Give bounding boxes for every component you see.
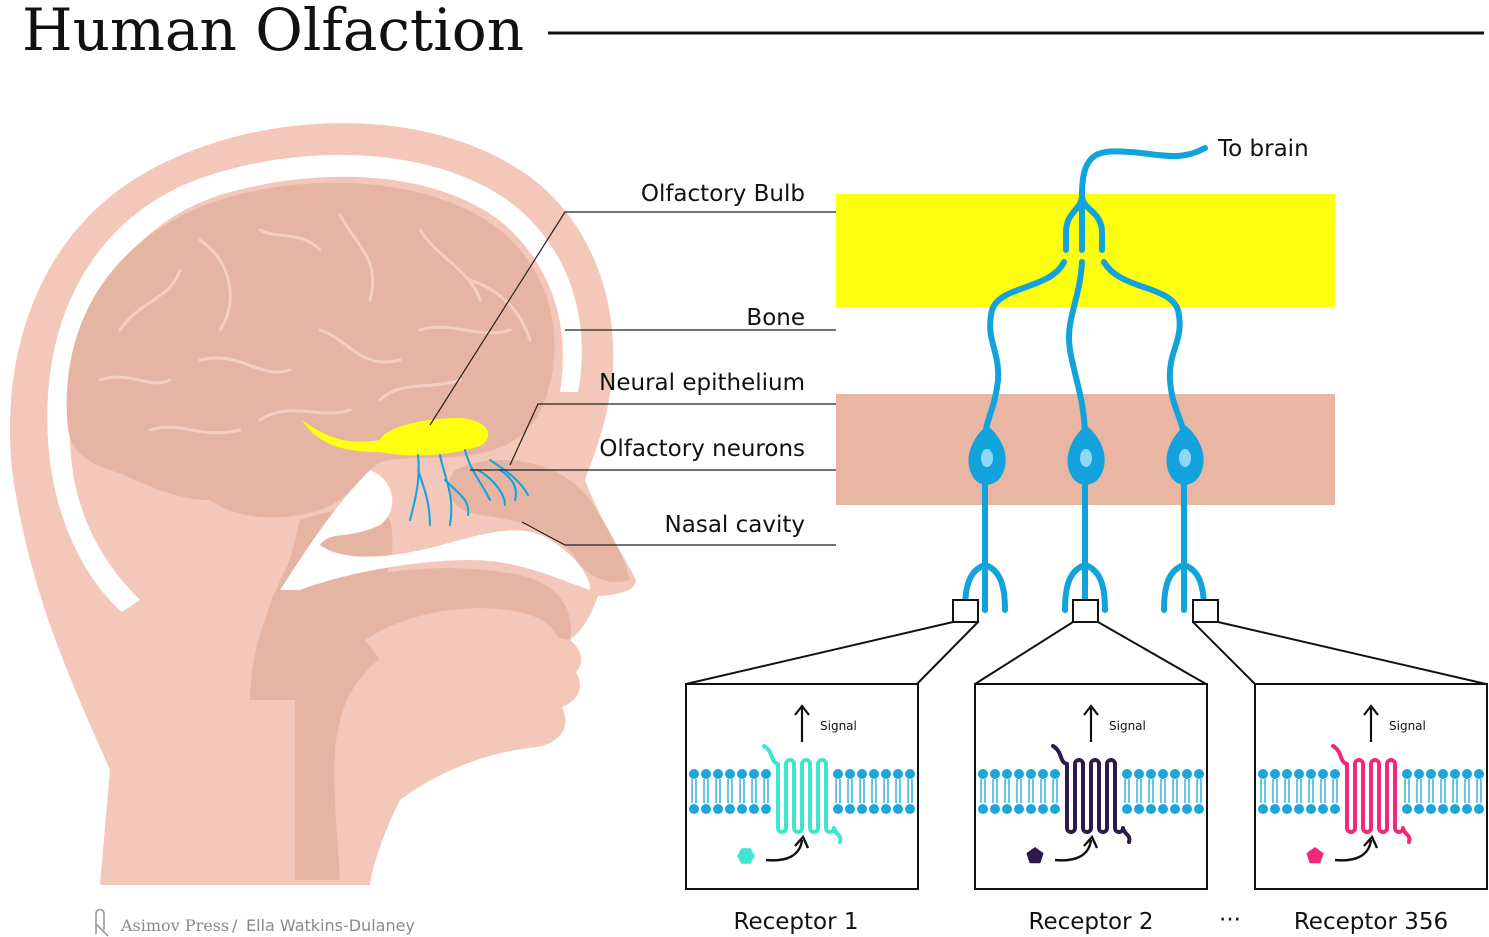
head-illustration	[9, 123, 636, 885]
membrane-bilayer	[978, 769, 1204, 814]
signal-arrowhead	[1083, 704, 1099, 716]
nasal-cartilage	[448, 460, 630, 582]
odorant-molecule-icon	[737, 848, 755, 864]
olfactory-bulb	[302, 418, 489, 456]
receptor-protein	[1051, 744, 1132, 844]
label-nasal-cavity: Nasal cavity	[665, 512, 805, 538]
binding-arrow	[1334, 839, 1373, 862]
receptor-356-caption: Receptor 356	[1294, 909, 1448, 935]
receptor-protein	[762, 744, 843, 844]
ellipsis: ···	[1219, 907, 1241, 933]
receptor-panel-2: Signal	[974, 683, 1208, 890]
receptor-1-caption: Receptor 1	[734, 909, 859, 935]
receptor-panels: Signal Signal Signal	[685, 683, 1488, 890]
nasal-passage	[280, 470, 590, 590]
tongue	[365, 608, 560, 684]
receptor-panel-3: Signal	[1254, 683, 1488, 890]
membrane-bilayer	[689, 769, 915, 814]
asimov-logo-icon	[95, 908, 109, 937]
credit: Asimov Press / Ella Watkins-Dulaney	[95, 908, 415, 937]
label-olfactory-bulb: Olfactory Bulb	[641, 181, 805, 207]
bulb-band	[836, 194, 1335, 307]
label-neural-epithelium: Neural epithelium	[599, 370, 805, 396]
binding-arrowhead	[1083, 834, 1099, 849]
binding-arrowhead	[1363, 834, 1379, 849]
binding-arrow	[1054, 839, 1093, 862]
brain-folds	[98, 213, 532, 435]
neuron-cell-bodies	[968, 425, 1204, 485]
page-title: Human Olfaction	[22, 0, 524, 64]
oral-cavity	[295, 568, 571, 880]
binding-arrow	[765, 839, 804, 862]
label-bone: Bone	[746, 305, 805, 331]
signal-label: Signal	[1109, 719, 1146, 733]
receptor-2-caption: Receptor 2	[1029, 909, 1154, 935]
signal-arrowhead	[1363, 704, 1379, 716]
membrane-bilayer	[1258, 769, 1484, 814]
skull	[47, 154, 582, 612]
receptor-protein	[1331, 744, 1412, 844]
binding-arrowhead	[794, 834, 810, 849]
odorant-molecule-icon	[1026, 847, 1044, 864]
credit-press: Asimov Press	[120, 916, 229, 935]
zoom-callouts	[685, 599, 1487, 685]
receptor-panel-1: Signal	[685, 683, 919, 890]
credit-author: Ella Watkins-Dulaney	[246, 916, 415, 935]
label-olfactory-neurons: Olfactory neurons	[599, 436, 805, 462]
label-to-brain: To brain	[1217, 136, 1309, 162]
signal-label: Signal	[820, 719, 857, 733]
signal-arrowhead	[794, 704, 810, 716]
odorant-molecule-icon	[1306, 847, 1324, 864]
neuron-axons	[962, 145, 1208, 613]
nasal-neuron-branches	[409, 449, 529, 526]
signal-label: Signal	[1389, 719, 1426, 733]
credit-separator: /	[232, 916, 238, 935]
